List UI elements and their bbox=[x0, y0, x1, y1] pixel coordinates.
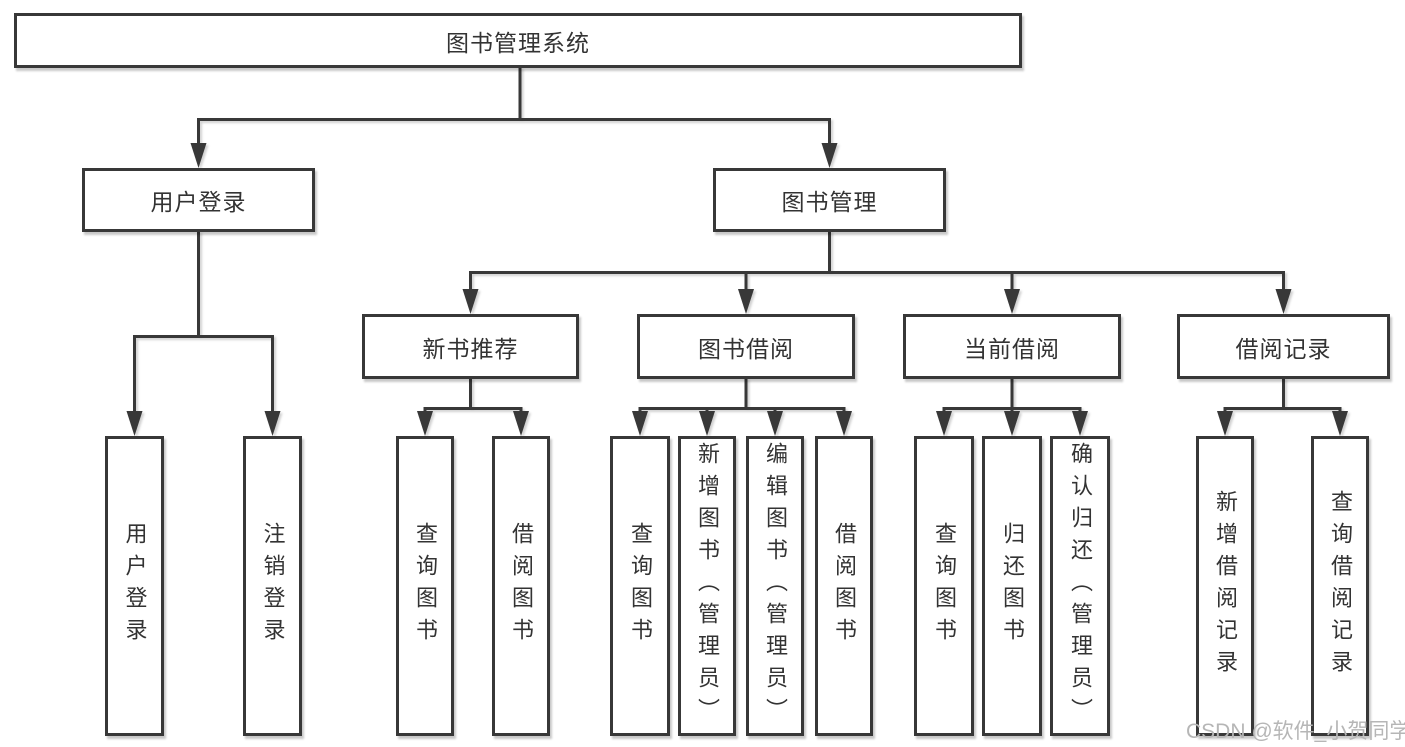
leaf-bb-query-books: 查询图书 bbox=[610, 436, 670, 736]
node-book-borrowing: 图书借阅 bbox=[637, 314, 855, 379]
leaf-rec-borrow-books: 借阅图书 bbox=[492, 436, 550, 736]
node-borrow-records: 借阅记录 bbox=[1177, 314, 1390, 379]
leaf-bb-add-books-admin: 新增图书（管理员） bbox=[678, 436, 736, 736]
leaf-cb-return-books: 归还图书 bbox=[982, 436, 1042, 736]
node-new-book-recommend: 新书推荐 bbox=[362, 314, 579, 379]
leaf-br-query-record: 查询借阅记录 bbox=[1311, 436, 1369, 736]
leaf-bb-edit-books-admin: 编辑图书（管理员） bbox=[746, 436, 804, 736]
leaf-rec-query-books: 查询图书 bbox=[396, 436, 454, 736]
leaf-cb-query-books: 查询图书 bbox=[914, 436, 974, 736]
node-current-borrowing: 当前借阅 bbox=[903, 314, 1121, 379]
leaf-logout: 注销登录 bbox=[243, 436, 302, 736]
node-library-system: 图书管理系统 bbox=[14, 13, 1022, 68]
node-book-management: 图书管理 bbox=[713, 168, 946, 232]
leaf-bb-borrow-books: 借阅图书 bbox=[815, 436, 873, 736]
leaf-cb-confirm-return-admin: 确认归还（管理员） bbox=[1050, 436, 1110, 736]
leaf-br-add-record: 新增借阅记录 bbox=[1196, 436, 1254, 736]
node-user-login: 用户登录 bbox=[82, 168, 315, 232]
csdn-watermark: CSDN @软件_小贺同学 bbox=[1186, 720, 1405, 743]
leaf-user-login: 用户登录 bbox=[105, 436, 164, 736]
